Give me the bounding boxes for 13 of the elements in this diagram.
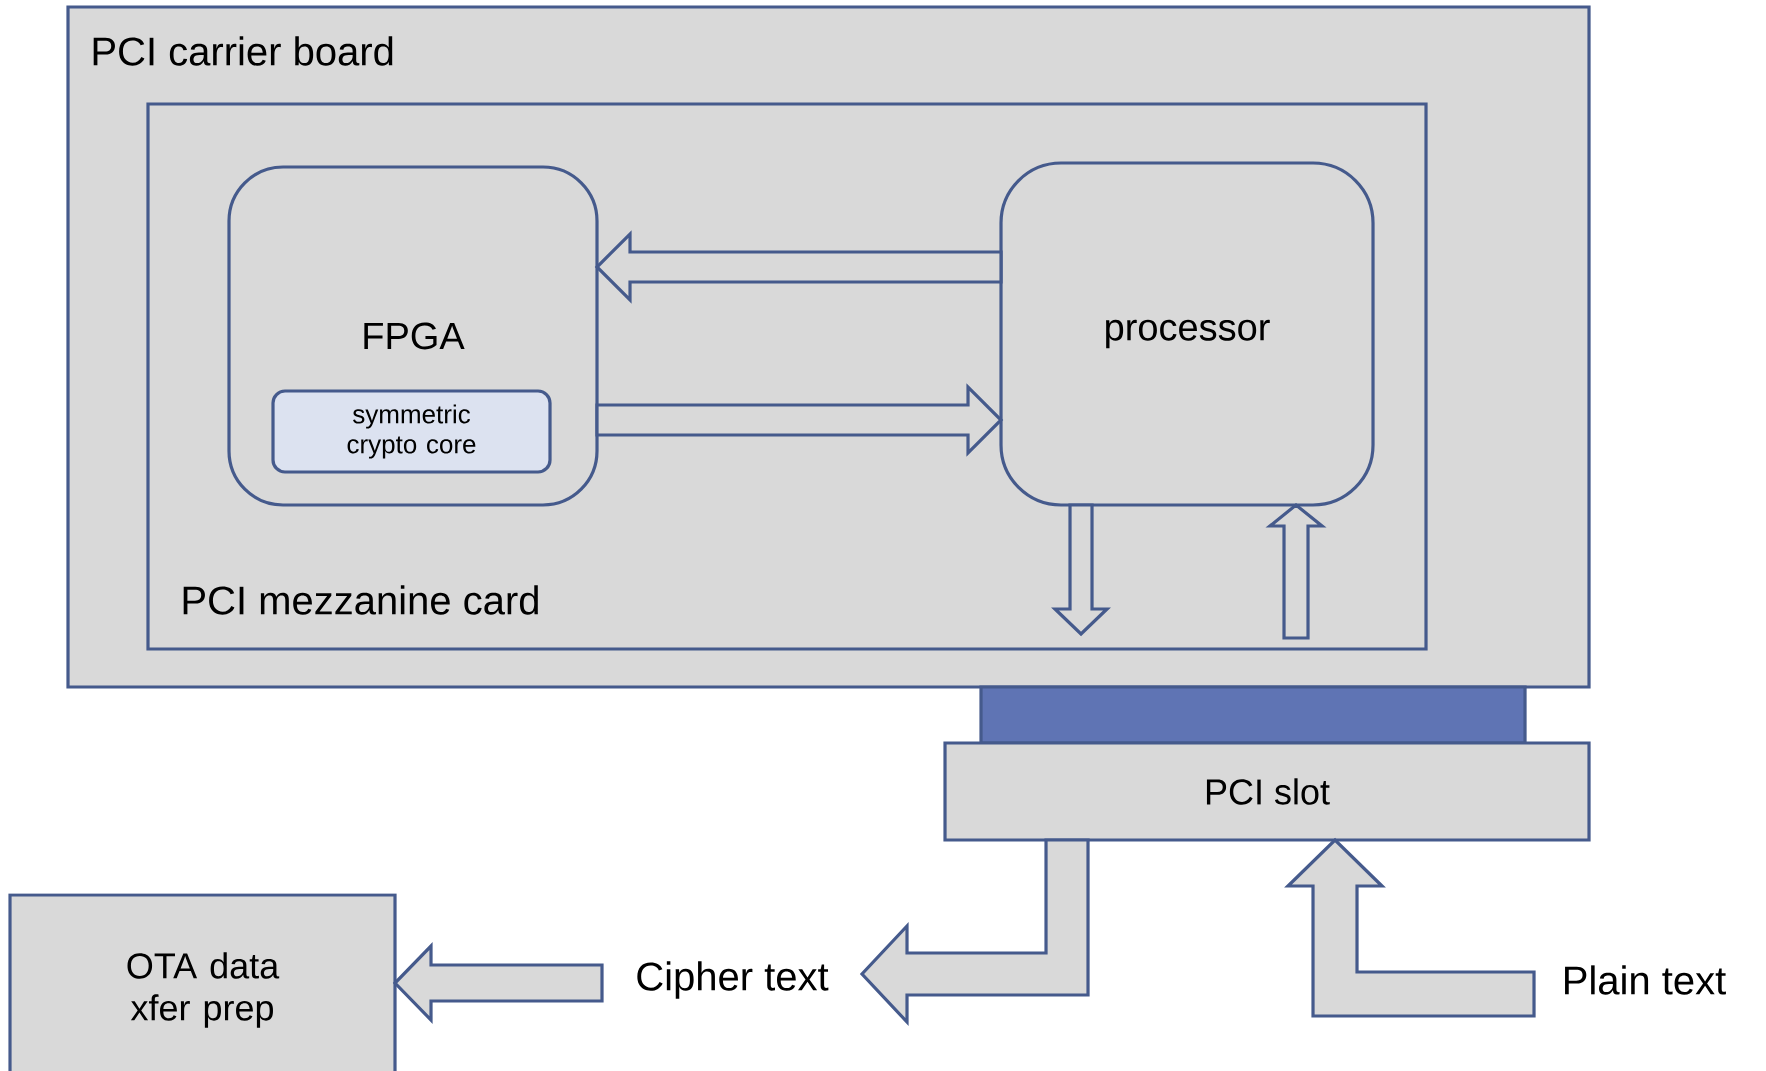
block-arrow: [1265, 502, 1327, 640]
block-arrow: [392, 942, 604, 1024]
block-arrow: [594, 230, 1003, 304]
process-box: OTA data xfer prep: [8, 893, 397, 1071]
slot-box: PCI slot: [943, 741, 1591, 842]
block-arrow: [859, 838, 1090, 1027]
flow-label: Cipher text: [637, 961, 829, 999]
chip-box: processor: [999, 161, 1375, 507]
core-box: symmetric crypto core: [271, 389, 552, 474]
block-arrow: [1051, 503, 1111, 637]
block-arrow: [595, 383, 1004, 457]
block-arrow: [1284, 837, 1536, 1018]
flow-label: Plain text: [1565, 965, 1726, 995]
